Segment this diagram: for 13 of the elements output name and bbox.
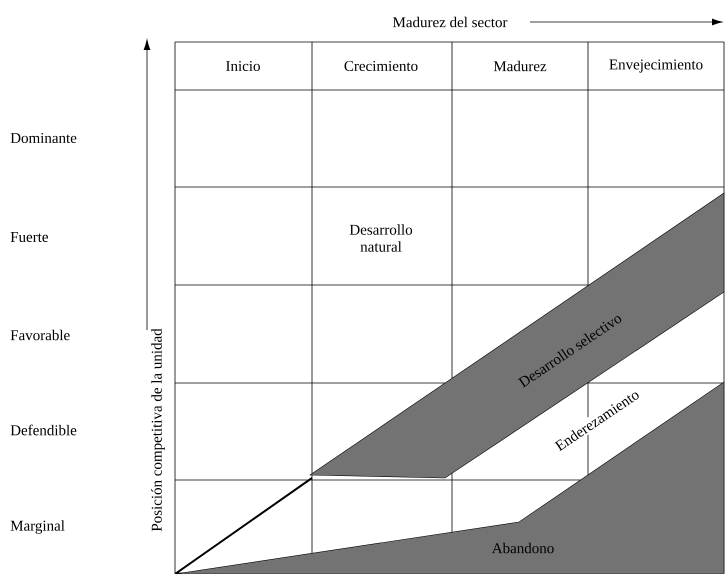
row-header: Favorable xyxy=(10,330,70,340)
band-label: Abandono xyxy=(492,542,554,554)
axis-title: Posición competitiva de la unidad xyxy=(151,328,165,532)
row-header: Fuerte xyxy=(10,232,48,242)
cell-text: Desarrollo natural xyxy=(350,224,412,252)
row-header: Dominante xyxy=(10,132,76,144)
column-header: Envejecimiento xyxy=(609,59,703,73)
column-header: Inicio xyxy=(226,60,260,72)
row-header: Defendible xyxy=(10,424,76,436)
column-header: Madurez xyxy=(494,60,546,72)
row-header: Marginal xyxy=(10,520,65,534)
axis-title: Madurez del sector xyxy=(392,16,508,28)
column-header: Crecimiento xyxy=(344,60,418,72)
